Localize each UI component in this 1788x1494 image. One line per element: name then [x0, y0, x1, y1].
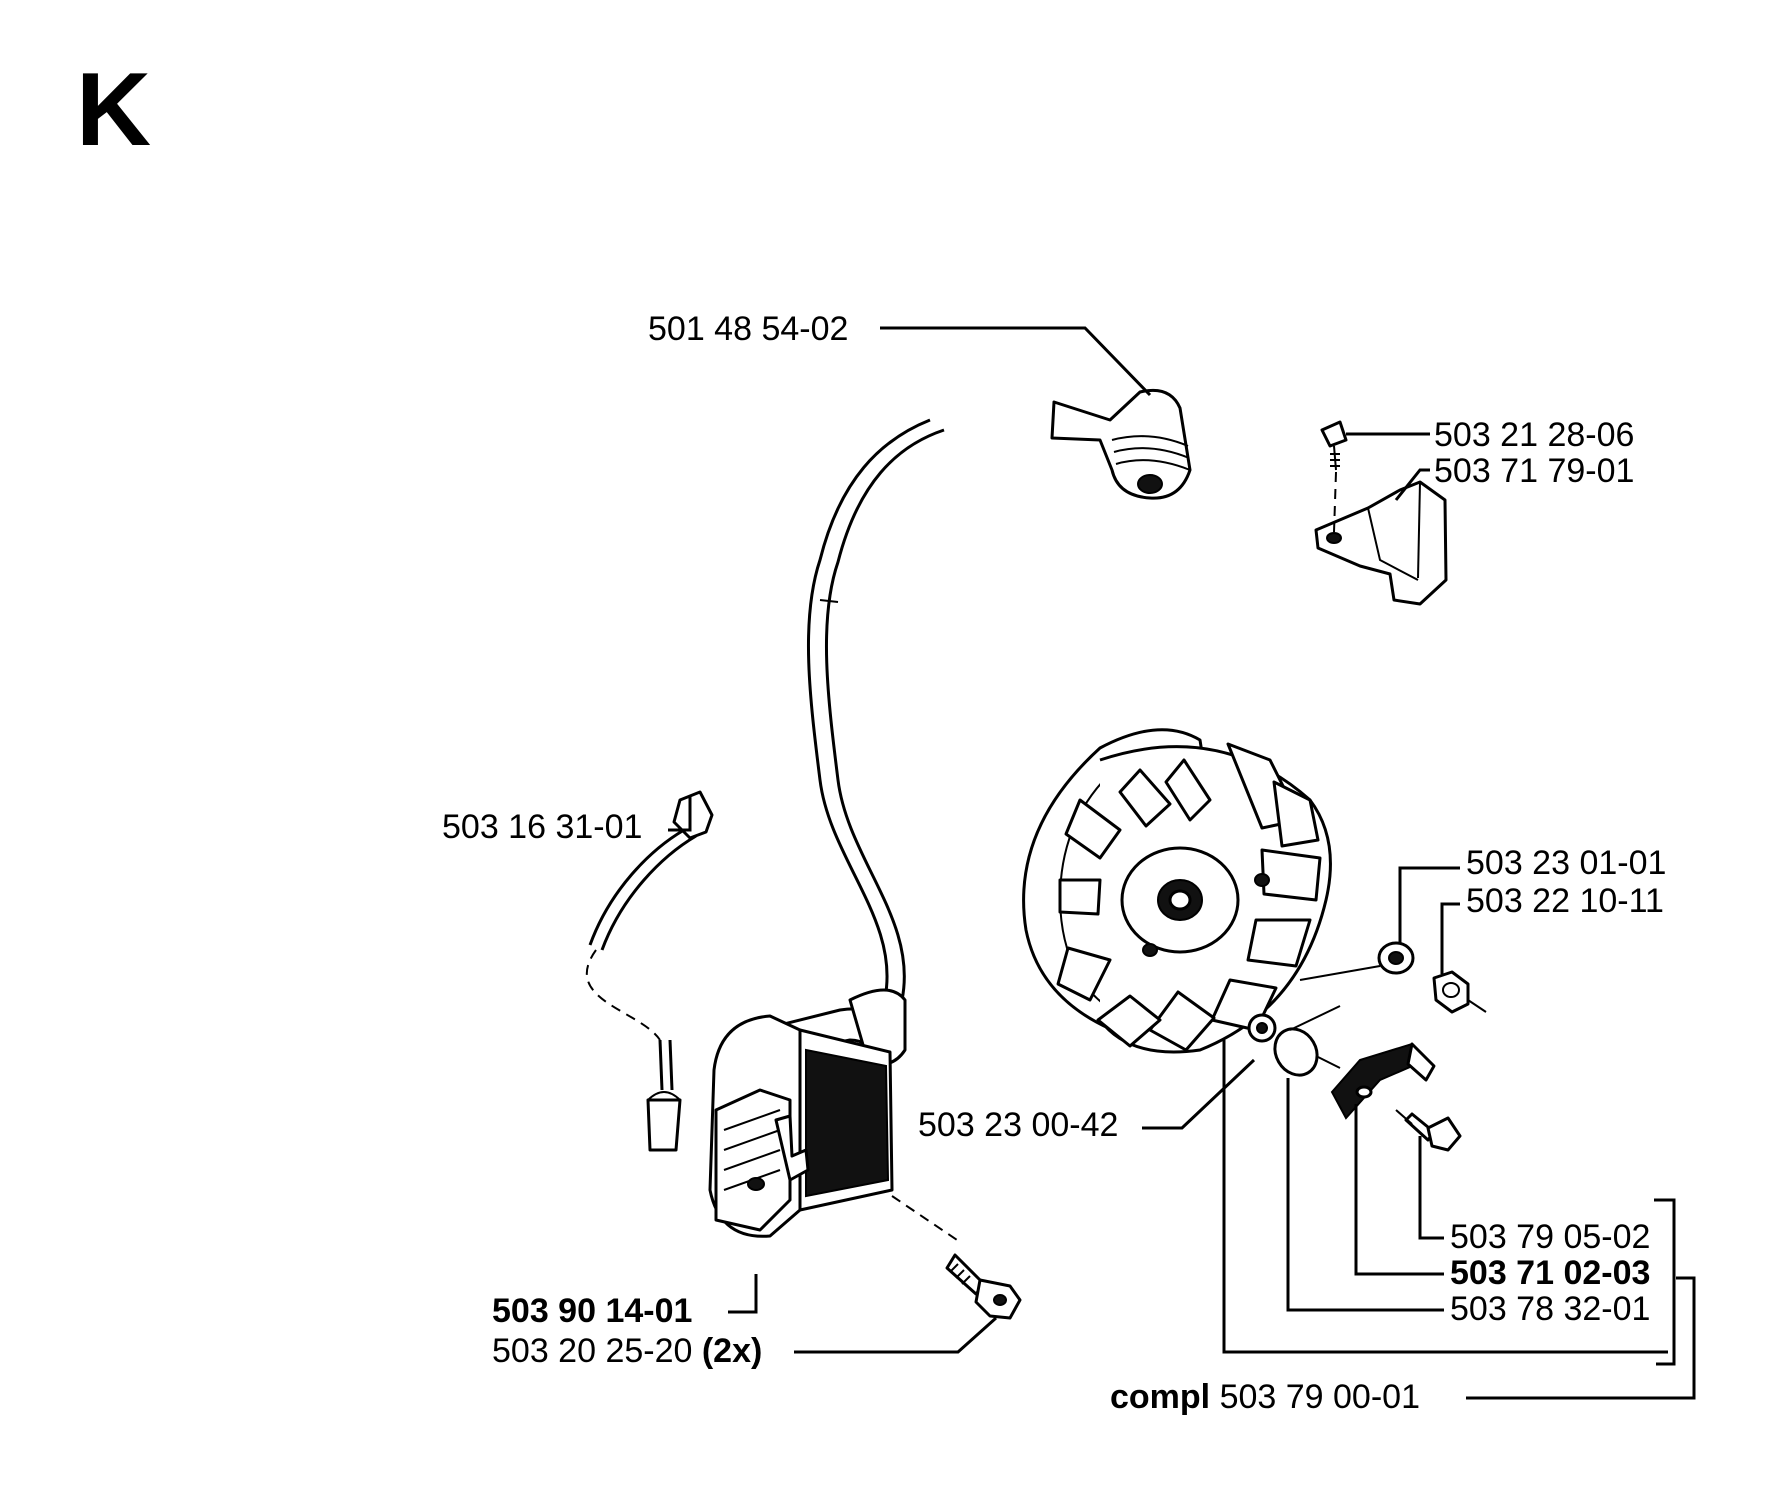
label-compl-part: 503 79 00-01 [1219, 1378, 1420, 1416]
label-bracket: 503 71 79-01 [1434, 452, 1635, 490]
label-module-screw-part: 503 20 25-20 [492, 1332, 693, 1370]
terminal-wire [586, 790, 714, 1152]
label-screw-top: 503 21 28-06 [1434, 416, 1635, 454]
spring-ring [1273, 1005, 1341, 1077]
right-leaders [1222, 1040, 1696, 1400]
leader-flywheel-washer [1142, 1058, 1256, 1130]
ignition-lead-wire [806, 418, 945, 1001]
spark-plug-cap [1050, 388, 1192, 500]
label-spring: 503 78 32-01 [1450, 1290, 1651, 1328]
label-module-screw: 503 20 25-20 (2x) [492, 1334, 762, 1368]
label-flywheel-washer: 503 23 00-42 [918, 1106, 1119, 1144]
label-spark-plug-cap: 501 48 54-02 [648, 310, 849, 348]
flywheel [1022, 728, 1332, 1054]
flywheel-washer [1247, 1013, 1277, 1043]
label-pawl: 503 71 02-03 [1450, 1254, 1651, 1292]
bracket-assembly [1314, 420, 1448, 606]
label-nut: 503 22 10-11 [1466, 882, 1664, 920]
nut [1432, 970, 1470, 1014]
leader-ignition-module [728, 1274, 758, 1314]
leader-bracket [1394, 468, 1430, 501]
section-letter: K [76, 52, 152, 168]
leader-module-screw [794, 1316, 998, 1354]
label-complete-assembly: compl 503 79 00-01 [1110, 1380, 1420, 1414]
leader-nut [1440, 902, 1460, 974]
label-compl-prefix: compl [1110, 1378, 1211, 1416]
label-ignition-module: 503 90 14-01 [492, 1292, 693, 1330]
label-module-screw-qty: (2x) [701, 1332, 763, 1370]
leader-spark-plug-cap [880, 326, 1152, 397]
pawl-screw [1395, 1109, 1462, 1152]
module-screw [945, 1253, 1022, 1320]
label-pawl-screw: 503 79 05-02 [1450, 1218, 1651, 1256]
washer [1377, 941, 1415, 975]
axis-line-nut [1467, 999, 1487, 1013]
leader-terminal-line [668, 795, 692, 832]
label-washer: 503 23 01-01 [1466, 844, 1667, 882]
pawl [1315, 1042, 1436, 1120]
leader-washer [1398, 866, 1460, 944]
label-terminal: 503 16 31-01 [442, 808, 643, 846]
axis-line-washer [1299, 965, 1381, 981]
ignition-module [708, 988, 961, 1243]
